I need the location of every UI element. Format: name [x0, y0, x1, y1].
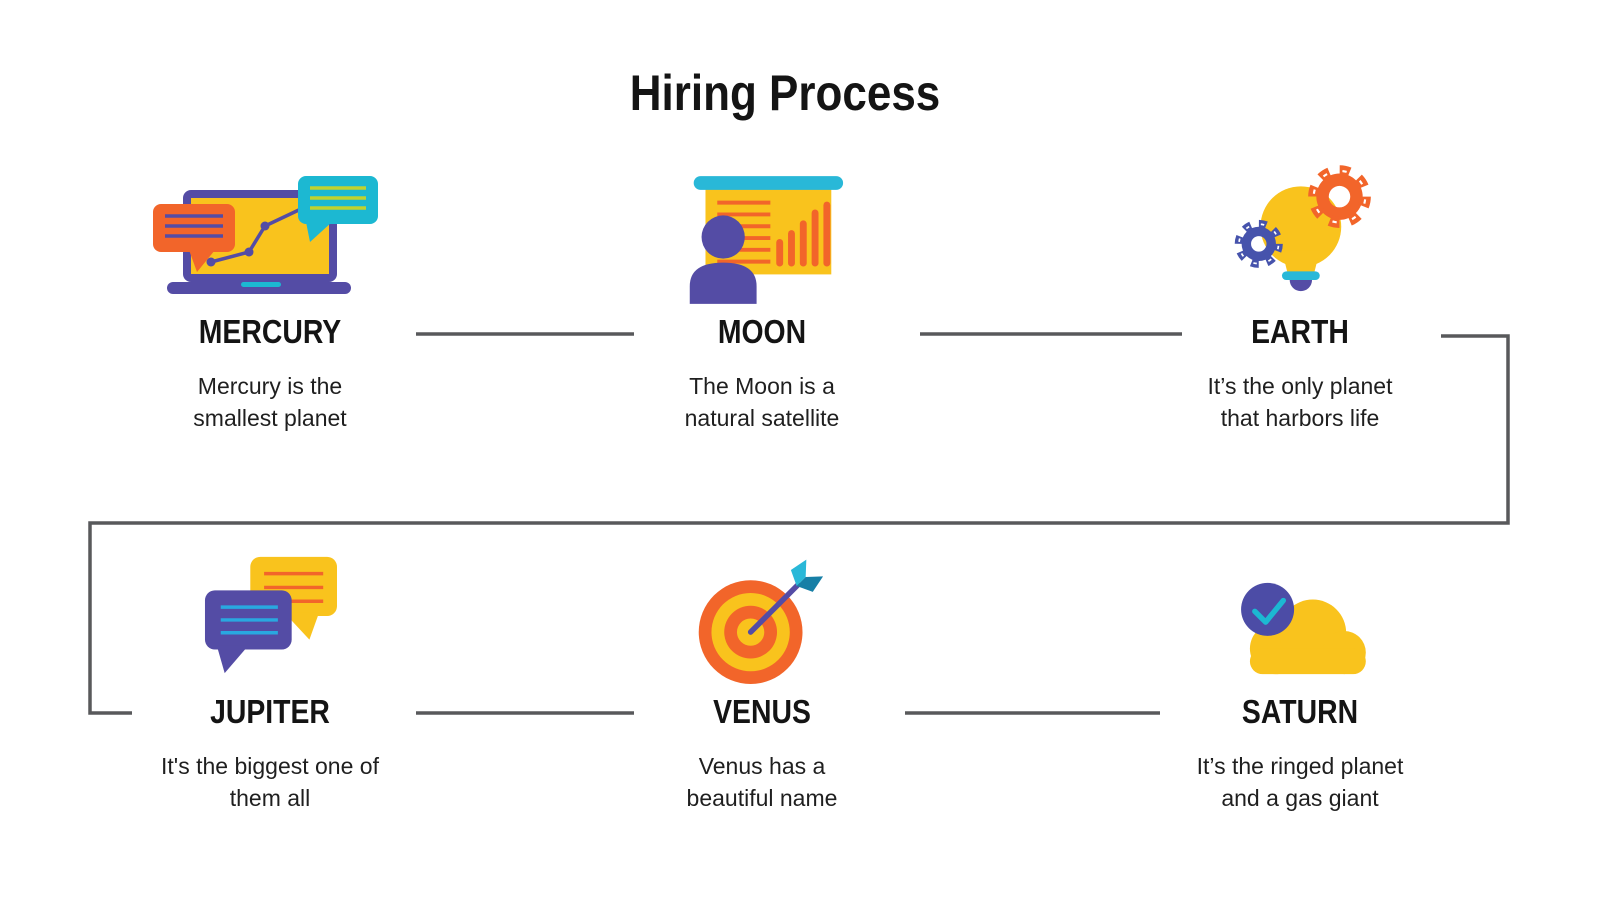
step-jupiter: JUPITER It's the biggest one of them all — [90, 538, 450, 814]
idea-gears-icon — [1234, 165, 1371, 292]
step-description: It’s the ringed planet and a gas giant — [1196, 753, 1404, 811]
step-saturn: SATURN It’s the ringed planet and a gas … — [1120, 538, 1480, 814]
step-icon-box — [1120, 158, 1480, 304]
step-icon-box — [90, 538, 450, 684]
step-title: SATURN — [1241, 693, 1359, 730]
page-title: Hiring Process — [629, 65, 941, 121]
step-description: It’s the only planet that harbors life — [1207, 373, 1393, 431]
step-venus: VENUS Venus has a beautiful name — [582, 538, 942, 814]
presentation-icon — [689, 176, 844, 304]
step-icon-box — [582, 158, 942, 304]
step-earth: EARTH It’s the only planet that harbors … — [1120, 158, 1480, 434]
step-description: Mercury is the smallest planet — [193, 373, 347, 431]
step-title: EARTH — [1251, 313, 1349, 350]
chat-bubbles-icon — [204, 556, 337, 674]
step-title: MOON — [717, 313, 807, 350]
step-icon-box — [90, 158, 450, 304]
laptop-chat-icon — [152, 176, 378, 294]
step-title: MERCURY — [198, 313, 342, 350]
step-moon: MOON The Moon is a natural satellite — [582, 158, 942, 434]
target-arrow-icon — [698, 559, 824, 684]
step-title: JUPITER — [210, 693, 330, 730]
step-icon-box — [1120, 538, 1480, 684]
step-description: The Moon is a natural satellite — [684, 373, 840, 431]
step-mercury: MERCURY Mercury is the smallest planet — [90, 158, 450, 434]
step-description: It's the biggest one of them all — [161, 753, 379, 811]
cloud-check-icon — [1241, 582, 1366, 675]
step-icon-box — [582, 538, 942, 684]
step-title: VENUS — [713, 693, 811, 730]
step-description: Venus has a beautiful name — [686, 753, 838, 811]
